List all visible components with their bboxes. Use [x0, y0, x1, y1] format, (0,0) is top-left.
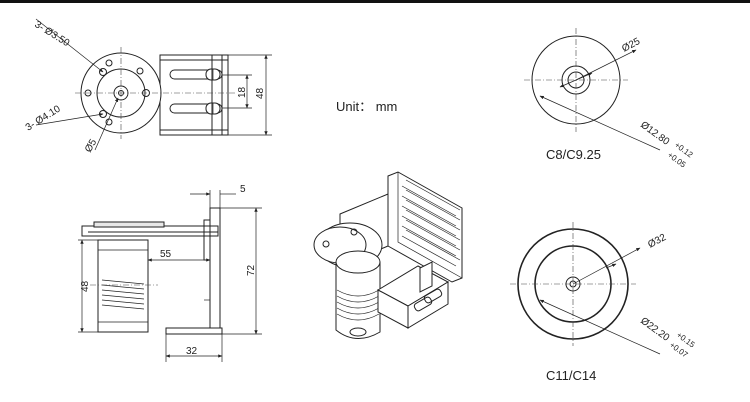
- height-dim-label: 48: [255, 87, 266, 99]
- bracket-plate: [159, 54, 229, 136]
- hole-small-label: 3- Ø3.50: [32, 19, 71, 49]
- height72-dim-label: 72: [246, 264, 257, 276]
- small-outer-label: Ø25: [620, 36, 642, 55]
- unit-label: Unit： mm: [336, 99, 397, 114]
- coupler-dim-label: 48: [80, 280, 91, 292]
- bore-label: Ø5: [83, 137, 99, 154]
- top-view-drawing: [35, 18, 272, 151]
- coupler-body: [97, 239, 149, 333]
- top-dim-label: 5: [240, 184, 246, 195]
- iso-coupler: [335, 261, 381, 339]
- large-outer-label: Ø32: [646, 232, 668, 251]
- large-disc-drawing: [510, 222, 661, 355]
- small-inner-label: Ø12.80: [638, 120, 671, 148]
- base-plate: [165, 327, 223, 335]
- heatsink-fins: [387, 171, 463, 283]
- large-disc-label: C11/C14: [546, 368, 596, 383]
- large-inner-label: Ø22.20: [638, 316, 671, 344]
- coupler-grooves: [101, 279, 145, 310]
- small-disc-label: C8/C9.25: [546, 147, 601, 162]
- hole-large-label: 3- Ø4.10: [24, 103, 63, 133]
- top-border-bar: [0, 0, 750, 3]
- isometric-illustration: [313, 171, 463, 339]
- small-disc-drawing: [524, 28, 661, 151]
- slot-dim-label: 18: [237, 86, 248, 98]
- base-dim-label: 32: [186, 346, 198, 357]
- side-view-drawing: [78, 190, 262, 362]
- length-dim-label: 55: [160, 249, 172, 260]
